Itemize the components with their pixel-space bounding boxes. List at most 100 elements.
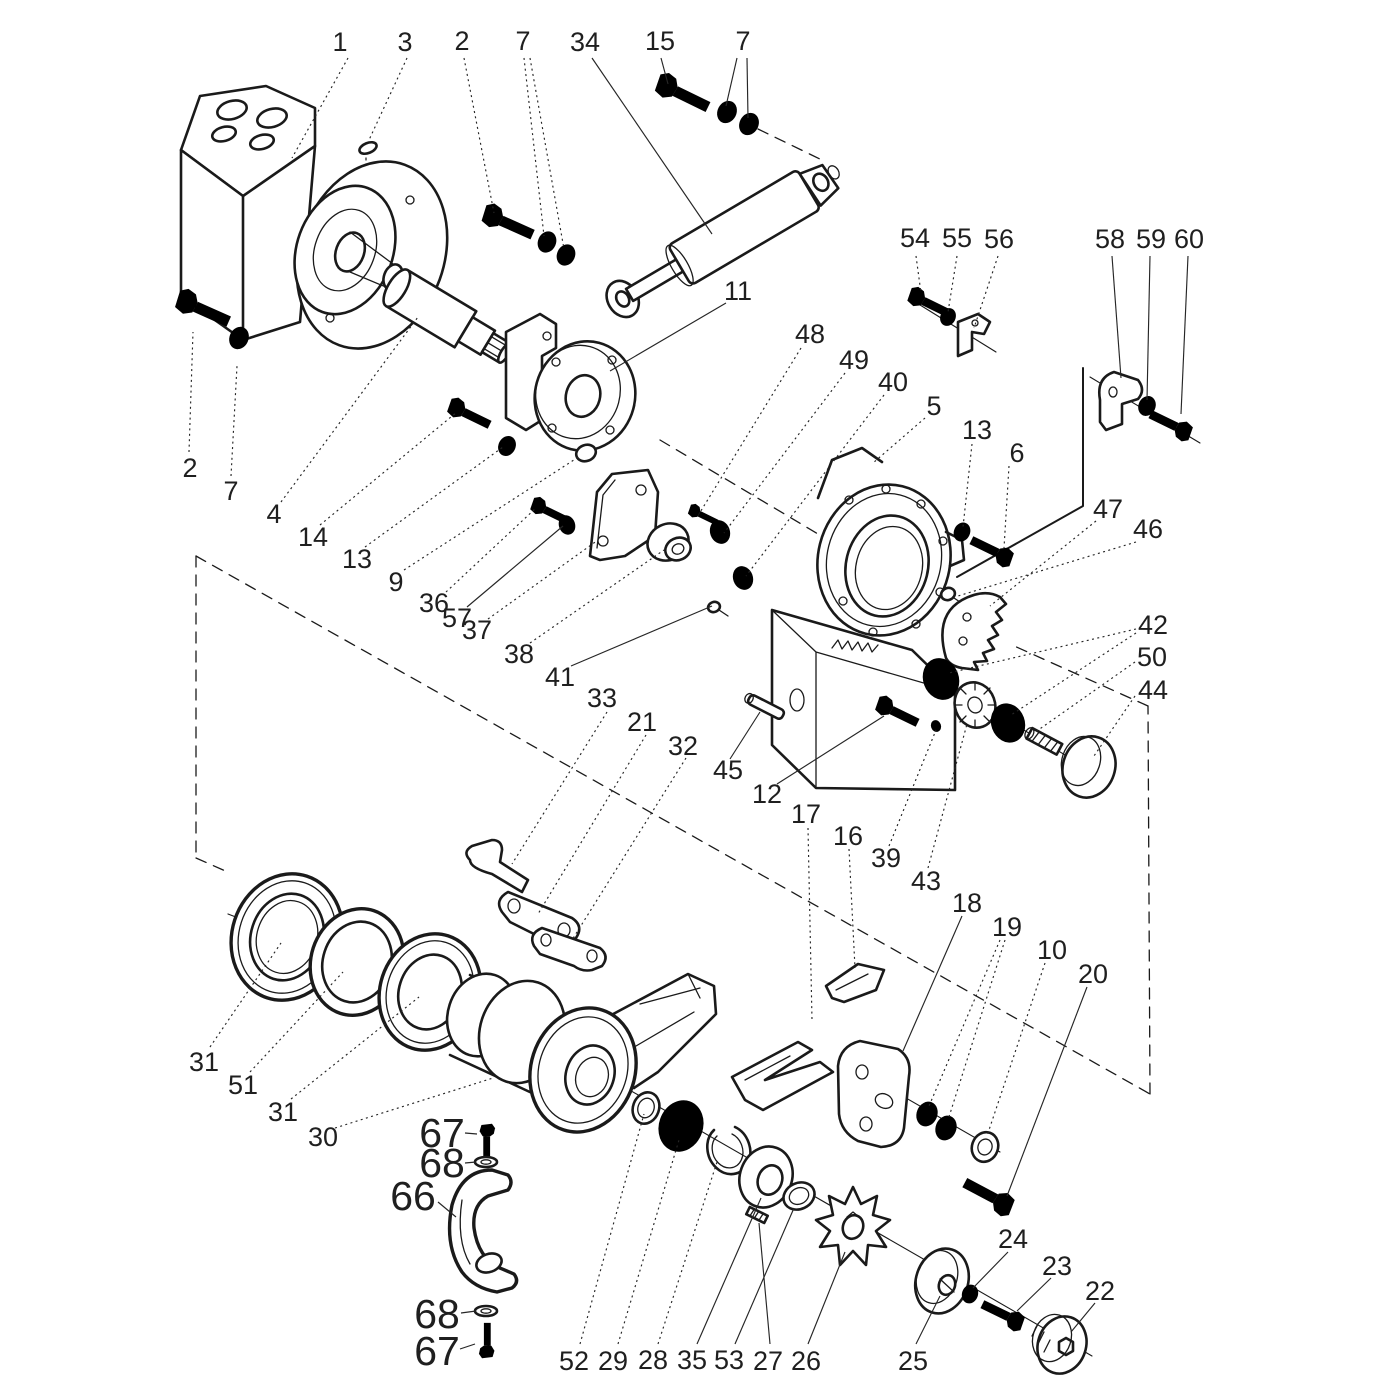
part-number-callout: 4 [266, 499, 281, 529]
part-number-callout: 41 [545, 662, 575, 692]
leader-line [928, 939, 1001, 1107]
leader-line [230, 365, 238, 477]
carrier-plate-18 [836, 1039, 911, 1149]
part-number-callout: 22 [1085, 1276, 1115, 1306]
leader-line [368, 57, 408, 141]
screw-14 [444, 395, 495, 434]
part-number-callout: 23 [1042, 1251, 1072, 1281]
leader-line [319, 411, 458, 526]
worm-shaft-50 [1024, 726, 1064, 756]
part-number-callout: 9 [388, 567, 403, 597]
set-screw-41 [706, 600, 729, 617]
bolt-15 [651, 69, 714, 118]
leader-line [745, 394, 885, 577]
leader-line [609, 302, 727, 372]
part-number-callout: 28 [638, 1345, 668, 1375]
leader-line [807, 827, 813, 1021]
snap-ring-28 [706, 1125, 752, 1176]
bolt-60 [1145, 405, 1196, 444]
ring-52 [631, 1091, 661, 1125]
leader-line [696, 1197, 762, 1345]
part-number-callout: 29 [598, 1346, 628, 1376]
part-number-callout: 54 [900, 223, 930, 253]
bushing-38 [646, 522, 692, 562]
leader-line [947, 939, 1006, 1121]
leader-line [511, 711, 608, 865]
leader-line [758, 1222, 771, 1345]
leader-line [698, 347, 802, 515]
leader-line [989, 520, 1097, 607]
leader-line [464, 1161, 477, 1164]
lockwasher-7-cyl [713, 97, 763, 139]
part-number-callout: 13 [962, 415, 992, 445]
anchor-plate [588, 468, 660, 562]
part-number-callout: 50 [1137, 642, 1167, 672]
clip-56 [956, 312, 992, 358]
dowel-pin-45 [744, 692, 786, 721]
part-number-callout: 17 [791, 799, 821, 829]
part-number-callout: 27 [753, 1346, 783, 1376]
leader-line [280, 316, 419, 503]
leader-line [1180, 255, 1189, 415]
part-number-callout: 7 [223, 476, 238, 506]
leader-line [776, 715, 885, 785]
part-number-callout: 52 [559, 1346, 589, 1376]
part-number-callout: 40 [878, 367, 908, 397]
part-number-callout: 49 [839, 345, 869, 375]
key [358, 140, 378, 156]
part-number-callout: 35 [677, 1345, 707, 1375]
leader-line [872, 417, 926, 464]
part-number-callout: 39 [871, 843, 901, 873]
sector-gear-47 [941, 591, 1008, 672]
leader-line [1033, 661, 1136, 734]
part-number-callout: 34 [570, 27, 600, 57]
part-number-callout: 68 [414, 1291, 460, 1337]
flange-bracket [504, 312, 558, 432]
leader-line [334, 1077, 494, 1129]
part-number-callout: 57 [442, 603, 472, 633]
leader-line [902, 915, 963, 1052]
leader-line [915, 255, 922, 294]
leader-line [973, 255, 999, 329]
part-number-callout: 5 [926, 391, 941, 421]
part-number-callout: 67 [414, 1328, 460, 1374]
gear-housing [770, 446, 966, 792]
plug-22 [1031, 1313, 1088, 1375]
part-number-callout: 47 [1093, 494, 1123, 524]
leader-line [617, 1139, 680, 1345]
part-number-callout: 42 [1138, 610, 1168, 640]
leader-line [746, 57, 749, 119]
ring-53 [782, 1181, 816, 1211]
part-number-callout: 56 [984, 224, 1014, 254]
part-number-callout: 53 [714, 1345, 744, 1375]
leader-line [807, 1251, 846, 1345]
part-number-callout: 25 [898, 1346, 928, 1376]
sprocket-26 [814, 1185, 892, 1267]
leader-line [571, 757, 687, 941]
part-number-callout: 51 [228, 1070, 258, 1100]
pawl-66 [447, 1168, 519, 1294]
leader-line [463, 57, 495, 214]
lockwasher-7-top [534, 228, 579, 269]
part-number-callout: 20 [1078, 959, 1108, 989]
screw-67-bottom [478, 1322, 495, 1359]
leader-line [459, 1343, 476, 1350]
lockwasher-13a [494, 432, 520, 460]
part-number-callout: 48 [795, 319, 825, 349]
leader-line [972, 1251, 1009, 1289]
set-screw-27 [744, 1205, 770, 1225]
leader-line [957, 541, 1137, 597]
leader-line [249, 971, 344, 1073]
leader-line [1070, 1302, 1096, 1333]
part-number-callout: 31 [268, 1097, 298, 1127]
bolt-6 [966, 531, 1017, 570]
leader-line [725, 57, 738, 107]
leader-line [927, 723, 968, 869]
link-32 [530, 926, 607, 972]
part-number-callout: 67 [419, 1110, 465, 1156]
part-number-callout: 46 [1133, 514, 1163, 544]
part-number-callout: 31 [189, 1047, 219, 1077]
leader-line [729, 711, 761, 760]
striker-16 [824, 962, 886, 1004]
washer-68-bottom [473, 1304, 499, 1318]
